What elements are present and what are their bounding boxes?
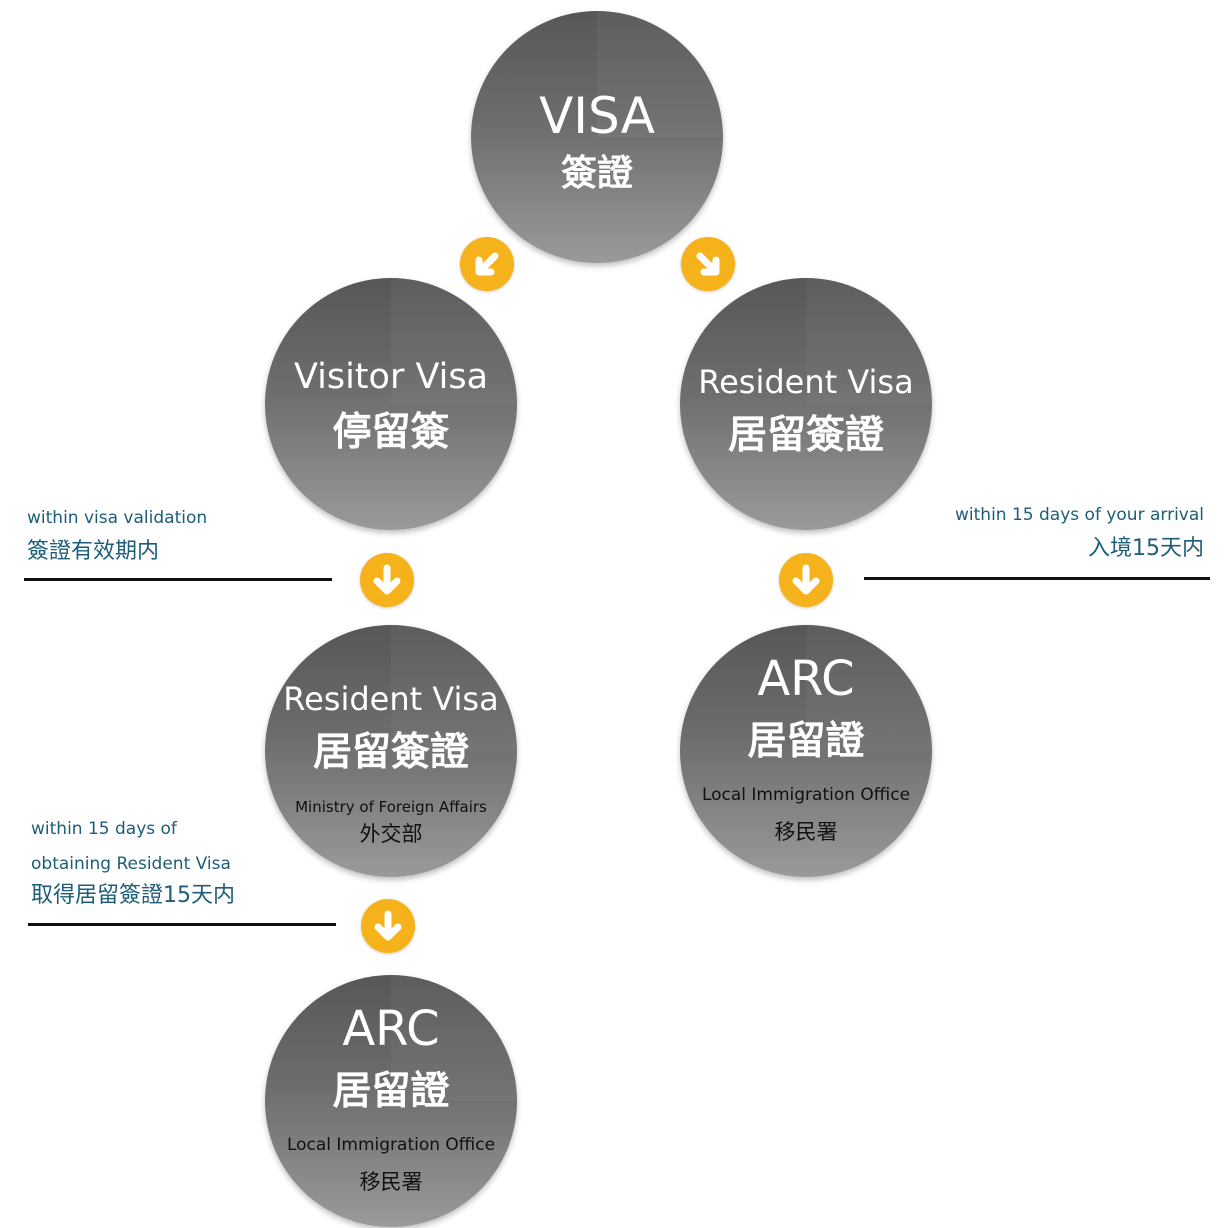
visitor-visa-node: Visitor Visa 停留簽 xyxy=(265,278,517,530)
arrow-down-right-icon xyxy=(681,237,735,291)
arc-right-office-en: Local Immigration Office xyxy=(701,785,911,805)
note-arrival: within 15 days of your arrival 入境15天内 xyxy=(955,507,1204,560)
note-obtaining-zh: 取得居留簽證15天内 xyxy=(31,883,235,908)
arc-left-title: ARC xyxy=(342,1001,440,1057)
arrow-down-icon xyxy=(361,899,415,953)
visa-node: VISA 簽證 xyxy=(471,11,723,263)
note-arrival-rule xyxy=(864,577,1210,580)
note-obtaining-en-line2: obtaining Resident Visa xyxy=(31,854,231,874)
arc-left-office-en: Local Immigration Office xyxy=(286,1135,496,1155)
resident-visa-right-subtitle: 居留簽證 xyxy=(727,413,884,458)
visitor-visa-subtitle: 停留簽 xyxy=(332,410,450,455)
arrow-down-icon xyxy=(779,553,833,607)
visa-node-subtitle: 簽證 xyxy=(560,153,633,194)
resident-visa-right-node: Resident Visa 居留簽證 xyxy=(680,278,932,530)
resident-visa-left-subtitle: 居留簽證 xyxy=(312,730,469,775)
arc-left-node: ARC 居留證 Local Immigration Office 移民署 xyxy=(265,975,517,1227)
arc-right-node: ARC 居留證 Local Immigration Office 移民署 xyxy=(680,625,932,877)
arc-left-subtitle: 居留證 xyxy=(332,1069,450,1114)
note-visa-validation: within visa validation 簽證有效期内 xyxy=(27,510,207,563)
resident-visa-left-office-en: Ministry of Foreign Affairs xyxy=(295,798,487,816)
note-obtaining: within 15 days of obtaining Resident Vis… xyxy=(31,821,235,907)
note-arrival-zh: 入境15天内 xyxy=(1088,536,1204,561)
note-obtaining-rule xyxy=(28,923,336,926)
arc-right-subtitle: 居留證 xyxy=(747,719,865,764)
resident-visa-left-title: Resident Visa xyxy=(283,680,499,718)
arc-right-title: ARC xyxy=(757,651,855,707)
note-visa-validation-rule xyxy=(24,578,332,581)
note-visa-validation-en: within visa validation xyxy=(27,508,208,528)
resident-visa-left-node: Resident Visa 居留簽證 Ministry of Foreign A… xyxy=(265,625,517,877)
note-obtaining-en-line1: within 15 days of xyxy=(31,819,177,839)
visa-node-title: VISA xyxy=(539,87,655,145)
resident-visa-right-title: Resident Visa xyxy=(698,363,914,401)
note-visa-validation-zh: 簽證有效期内 xyxy=(27,539,160,564)
arc-left-office-zh: 移民署 xyxy=(359,1170,423,1194)
visitor-visa-title: Visitor Visa xyxy=(293,357,489,397)
resident-visa-left-office-zh: 外交部 xyxy=(359,822,423,846)
arc-right-office-zh: 移民署 xyxy=(774,820,838,844)
arrow-down-icon xyxy=(360,553,414,607)
note-arrival-en: within 15 days of your arrival xyxy=(955,505,1204,525)
